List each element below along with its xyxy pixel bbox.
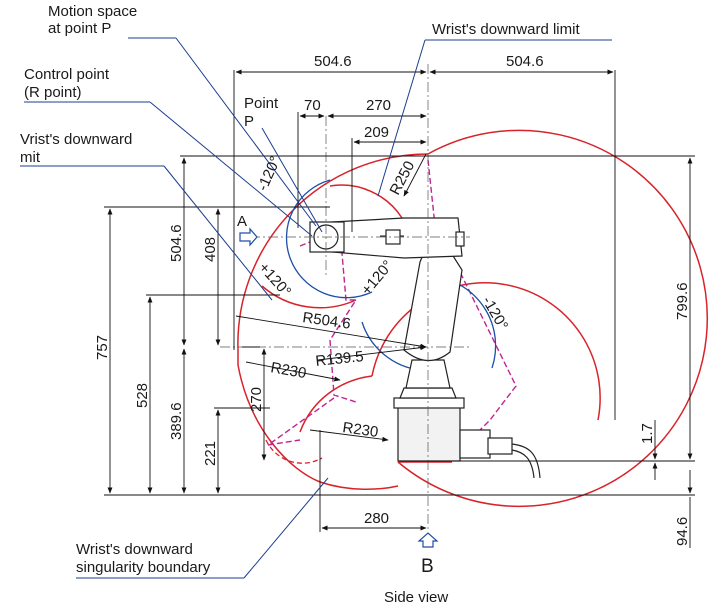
- dim-v-94-6: 94.6: [674, 517, 691, 546]
- radius-labels: R250 R504.6 R139.5 R230 R230: [269, 158, 418, 441]
- dim-v-270: 270: [248, 387, 265, 412]
- dim-70: 70: [304, 97, 321, 114]
- label-control-point-2: (R point): [24, 84, 82, 101]
- angle-pos120-mid: +120°: [358, 257, 397, 298]
- base-block: [397, 404, 461, 462]
- dim-270-top: 270: [366, 97, 391, 114]
- label-motion-space-2: at point P: [48, 20, 111, 37]
- dim-v-221: 221: [202, 441, 219, 466]
- label-side-view: Side view: [384, 589, 448, 606]
- label-wrist-limit-top: Wrist's downward limit: [432, 21, 580, 38]
- leader-point-p: [261, 127, 323, 233]
- radius-139-5: R139.5: [315, 348, 365, 370]
- lower-envelope-arc: [237, 364, 399, 491]
- cable: [511, 443, 541, 479]
- label-wrist-limit-left-2: mit: [20, 149, 41, 166]
- label-motion-space-1: Motion space: [48, 3, 137, 20]
- dimension-lines: [104, 69, 695, 548]
- singularity-lower: [267, 397, 335, 446]
- dim-bottom-280: 280: [364, 510, 389, 527]
- dim-v-799-6: 799.6: [674, 282, 691, 320]
- dim-v-528: 528: [134, 383, 151, 408]
- radius-230-upper: R230: [269, 359, 307, 382]
- inner-envelope-arc: [371, 282, 601, 421]
- connector-plug: [487, 437, 513, 455]
- bottom-singular-arc: [265, 439, 323, 464]
- base-plate: [393, 397, 465, 409]
- lower-arm: [403, 245, 463, 362]
- radius-504-6: R504.6: [301, 309, 351, 333]
- leader-lines: [20, 37, 612, 579]
- label-marker-a: A: [237, 213, 247, 230]
- label-singularity-2: singularity boundary: [76, 559, 211, 576]
- robot-body: [309, 217, 541, 479]
- dim-top-left: 504.6: [314, 53, 352, 70]
- dim-v-757: 757: [94, 335, 111, 360]
- motion-envelope: [237, 129, 708, 508]
- center-lines: [220, 64, 470, 530]
- singularity-left: [299, 228, 358, 403]
- callout-labels: Motion space at point P Control point (R…: [20, 3, 580, 606]
- angle-neg120-top: -120°: [254, 154, 284, 194]
- label-control-point-1: Control point: [24, 66, 110, 83]
- wrist-limit-arc-left: [261, 285, 357, 309]
- label-point-p-1: Point: [244, 95, 279, 112]
- label-wrist-limit-left-1: Vrist's downward: [20, 131, 132, 148]
- dim-v-408: 408: [202, 237, 219, 262]
- outer-envelope-arc: [397, 129, 708, 508]
- wrist-rotation-arc: [285, 179, 373, 299]
- label-marker-b: B: [421, 556, 434, 577]
- angle-neg120-right: -120°: [479, 294, 512, 334]
- connector-block: [459, 429, 491, 459]
- label-singularity-1: Wrist's downward: [76, 541, 193, 558]
- dimension-labels: 504.6 504.6 70 270 209 504.6 408 757 528…: [94, 53, 691, 546]
- inner-lower-arc: [299, 375, 373, 433]
- arm-end-cap: [455, 231, 465, 247]
- label-point-p-2: P: [244, 113, 254, 130]
- dim-v-389-6: 389.6: [168, 402, 185, 440]
- dim-v-1-7: 1.7: [639, 423, 656, 444]
- dim-209: 209: [364, 124, 389, 141]
- arrow-a-icon: [239, 227, 258, 247]
- arrow-b-icon: [417, 532, 439, 548]
- dim-v-504-6: 504.6: [168, 224, 185, 262]
- dim-top-right: 504.6: [506, 53, 544, 70]
- wrist-limit-arc-top: [329, 184, 403, 219]
- angle-pos120-left: +120°: [255, 259, 294, 300]
- radius-230-lower: R230: [341, 419, 379, 441]
